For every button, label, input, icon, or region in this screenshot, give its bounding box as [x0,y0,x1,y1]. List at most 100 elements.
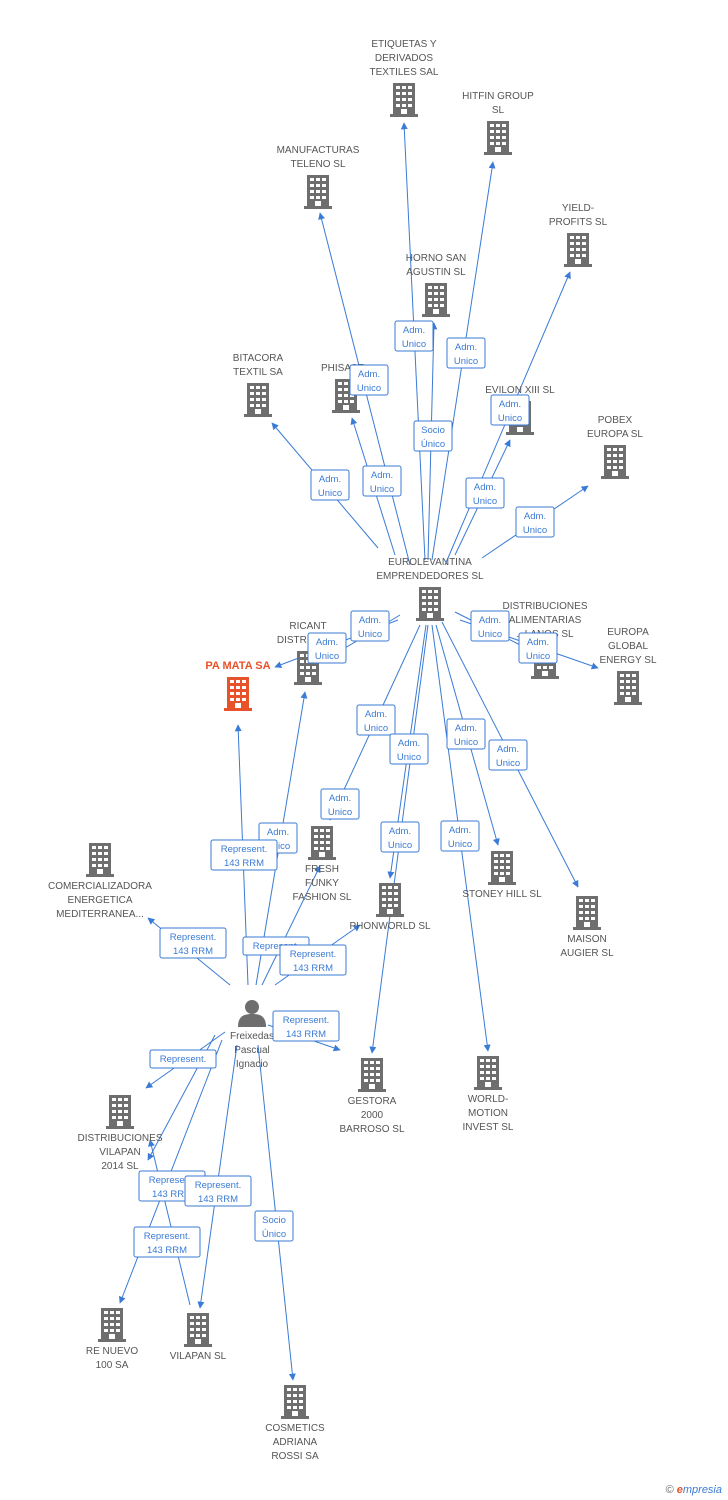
relation-label: Adm.Unico [488,739,528,771]
relation-label: Represent.143 RRM [184,1175,252,1207]
node-label: HORNO SAN [406,253,467,264]
node-label: MANUFACTURAS [277,145,360,156]
node-label: AGUSTIN SL [406,267,466,278]
relation-text: Adm. [329,793,351,804]
node-manufacturas[interactable]: MANUFACTURAS TELENO SL [277,145,360,209]
node-renuevo[interactable]: RE NUEVO 100 SA [86,1308,138,1371]
relation-box [389,733,429,765]
node-label: EUROPA [607,627,649,638]
node-label: TEXTIL SA [233,367,283,378]
relation-text: Represent. [144,1231,190,1242]
node-label: RICANT [289,621,326,632]
node-label: ETIQUETAS Y [371,39,437,50]
relation-label: Adm.Unico [356,704,396,736]
node-label: VILAPAN [99,1147,141,1158]
node-yield[interactable]: YIELD-PROFITS SL [549,203,608,267]
relation-text: Adm. [527,637,549,648]
relation-box [356,704,396,736]
node-evilon[interactable]: EVILON XIII SL [485,385,555,435]
relation-text: Unico [402,339,426,350]
relation-text: Socio [421,425,445,436]
relation-box [310,469,350,501]
relation-label: Adm.Unico [310,469,350,501]
relation-label: Adm.Unico [350,610,390,642]
relation-text: Adm. [479,615,501,626]
relation-label: Adm.Unico [515,506,555,538]
relation-box [350,610,390,642]
node-label: TELENO SL [290,159,345,170]
node-label: Pascual [234,1045,270,1056]
building-icon [422,283,450,317]
relation-text: Adm. [398,738,420,749]
relation-label: Represent. 143 RRM [133,1226,201,1258]
node-label: RE NUEVO [86,1346,138,1357]
node-phisast[interactable]: PHISAST... [321,363,371,413]
building-icon [86,843,114,877]
relation-box [210,839,278,871]
edge-vilapan-to-distvilapan [148,1139,191,1306]
node-phonworld[interactable]: PHONWORLD SL [349,883,431,932]
relation-box [272,1010,340,1042]
node-label: GLOBAL [608,641,648,652]
relation-text: Adm. [359,615,381,626]
building-icon [98,1308,126,1342]
relation-text: Adm. [499,399,521,410]
relation-text: Represent. [149,1175,195,1186]
relation-text: Adm. [474,482,496,493]
node-pamata[interactable]: PA MATA SA [205,660,271,711]
node-comercializadora[interactable]: COMERCIALIZADORAENERGETICAMEDITERRANEA..… [48,843,152,920]
node-label: ENERGETICA [67,895,132,906]
node-label: COSMETICS [265,1423,325,1434]
relation-label: Adm.Unico [440,820,480,852]
building-icon [308,826,336,860]
building-icon [488,851,516,885]
relation-text: Unico [328,807,352,818]
relation-text: Unico [397,752,421,763]
building-icon [244,383,272,417]
node-vilapan[interactable]: VILAPAN SL [170,1313,227,1362]
node-label: PHONWORLD SL [349,921,431,932]
relation-box [470,610,510,642]
node-label: 100 SA [96,1360,129,1371]
relation-text: 143 RRM [147,1245,187,1256]
node-label: DISTRIBUCIONES [502,601,587,612]
relation-text: Adm. [365,709,387,720]
brand-logo: empresia [676,1484,722,1496]
building-icon [304,175,332,209]
relation-text: Unico [498,413,522,424]
relation-text: Unico [318,488,342,499]
relation-text: Adm. [358,369,380,380]
node-label: EVILON XIII SL [485,385,555,396]
node-horno[interactable]: HORNO SAN AGUSTIN SL [406,253,467,317]
node-stoney[interactable]: STONEY HILL SL [462,851,542,900]
relation-box [133,1226,201,1258]
node-label: GESTORA [348,1096,397,1107]
footer-brand[interactable]: © empresia [666,1484,722,1496]
relation-text: 143 RRM [286,1029,326,1040]
node-label: HITFIN GROUP [462,91,534,102]
node-label: TEXTILES SAL [370,67,439,78]
node-label: PA MATA SA [205,660,270,672]
relation-label: Represent. [149,1049,217,1069]
relation-box [380,821,420,853]
relation-text: Único [262,1229,286,1240]
relation-box [515,506,555,538]
relation-box [254,1210,294,1242]
relation-text: Unico [523,525,547,536]
building-icon [390,83,418,117]
relation-text: Unico [370,484,394,495]
